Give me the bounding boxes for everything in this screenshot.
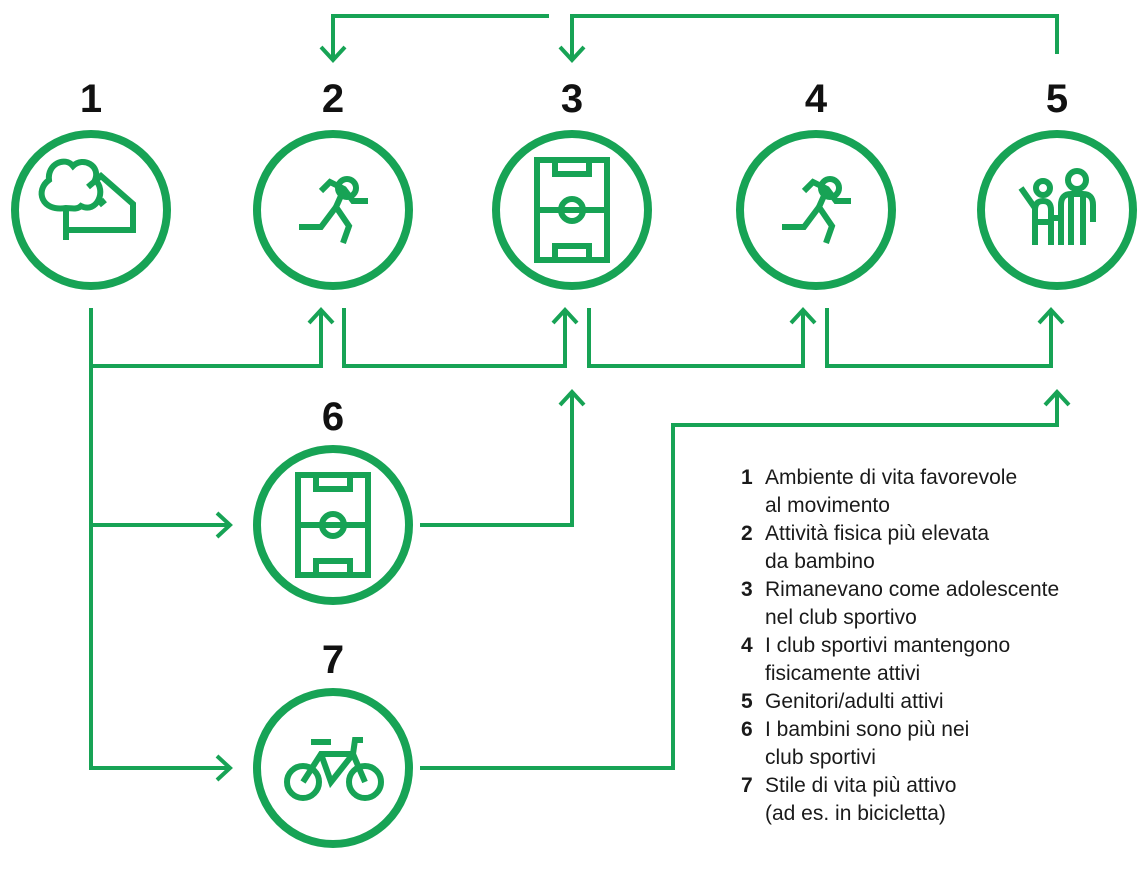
node-4	[736, 130, 896, 290]
legend-item: 3 Rimanevano come adolescente nel club s…	[741, 576, 1139, 632]
legend-item: 7 Stile di vita più attivo (ad es. in bi…	[741, 772, 1139, 828]
node-1-number: 1	[80, 77, 102, 121]
node-4-number: 4	[805, 77, 828, 121]
parent-child-icon	[1021, 171, 1093, 245]
bicycle-icon	[287, 740, 381, 798]
legend-item: 2 Attività fisica più elevata da bambino	[741, 520, 1139, 576]
node-5	[977, 130, 1137, 290]
arrow-into-3-top	[558, 45, 586, 63]
legend-item-number: 1	[741, 466, 753, 489]
legend-item: 5 Genitori/adulti attivi	[741, 688, 1139, 716]
connector-lines	[89, 14, 1059, 770]
arrow-into-5-bottom	[1037, 307, 1065, 325]
football-field-icon	[537, 160, 607, 260]
running-person-icon	[299, 179, 368, 243]
node-circles	[11, 130, 1137, 848]
legend-item-text: I club sportivi mantengono fisicamente a…	[765, 634, 1011, 685]
legend-item-text: Rimanevano come adolescente nel club spo…	[765, 578, 1060, 629]
arrow-into-2-bottom	[307, 307, 335, 325]
node-3	[492, 130, 652, 290]
node-7	[253, 688, 413, 848]
legend-item-text: Stile di vita più attivo (ad es. in bici…	[765, 774, 957, 825]
football-field-icon	[298, 475, 368, 575]
arrow-7-to-5	[1043, 389, 1071, 407]
arrow-into-3-bottom	[551, 307, 579, 325]
legend-item-text: Ambiente di vita favorevole al movimento	[765, 466, 1018, 517]
arrow-into-7	[215, 754, 233, 782]
arrow-into-6	[215, 511, 233, 539]
node-5-number: 5	[1046, 77, 1068, 121]
legend-item-number: 3	[741, 578, 753, 601]
legend-item: 6 I bambini sono più nei club sportivi	[741, 716, 1139, 772]
legend-item-text: Genitori/adulti attivi	[765, 690, 944, 713]
legend-item: 4 I club sportivi mantengono fisicamente…	[741, 632, 1139, 688]
node-3-number: 3	[561, 77, 583, 121]
legend-item-text: I bambini sono più nei club sportivi	[765, 718, 970, 769]
legend-item-text: Attività fisica più elevata da bambino	[765, 522, 990, 573]
legend-item: 1 Ambiente di vita favorevole al movimen…	[741, 464, 1139, 520]
legend-item-number: 5	[741, 690, 753, 713]
node-2-number: 2	[322, 77, 344, 121]
node-6	[253, 445, 413, 605]
node-1	[11, 130, 171, 290]
node-6-number: 6	[322, 395, 344, 439]
node-2	[253, 130, 413, 290]
legend-item-number: 7	[741, 774, 753, 797]
legend-item-number: 2	[741, 522, 753, 545]
arrow-into-2-top	[319, 45, 347, 63]
node-7-number: 7	[322, 638, 344, 682]
arrowheads	[215, 45, 1071, 782]
tree-house-icon	[42, 162, 133, 240]
legend-item-number: 6	[741, 718, 753, 741]
legend-item-number: 4	[741, 634, 753, 657]
arrow-6-to-3	[558, 389, 586, 407]
arrow-into-4-bottom	[789, 307, 817, 325]
running-person-icon	[782, 179, 851, 243]
legend-list: 1 Ambiente di vita favorevole al movimen…	[741, 464, 1139, 828]
